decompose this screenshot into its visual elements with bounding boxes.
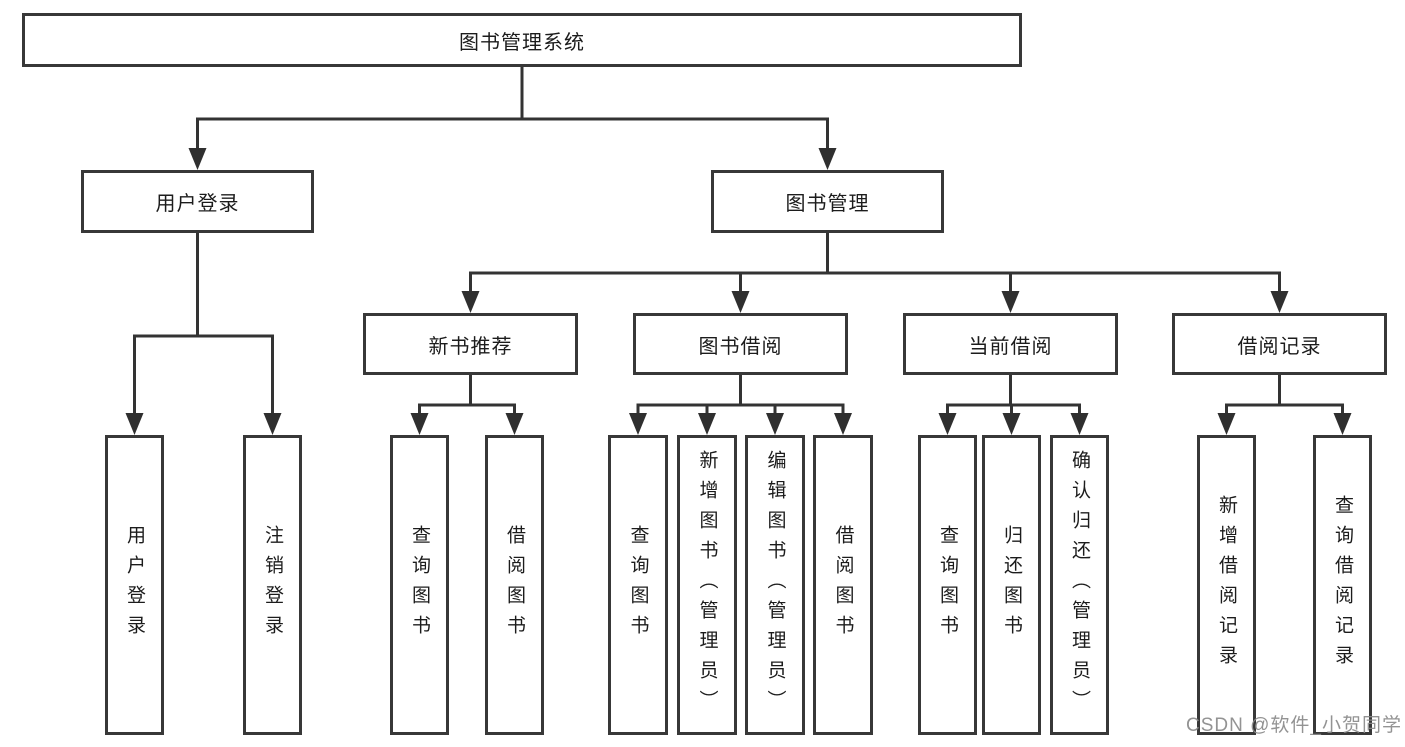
node-label: 当前借阅	[968, 335, 1053, 358]
node-book-management: 图书管理	[711, 170, 944, 233]
node-label: 图书管理系统	[459, 31, 585, 54]
node-label: 图书管理	[785, 193, 870, 215]
node-confirm-return-admin: 确认归还（管理员）	[1050, 435, 1109, 735]
node-book-borrowing: 图书借阅	[633, 313, 848, 375]
node-search-books-borrowing: 查询图书	[608, 435, 668, 735]
node-label: 编辑图书（管理员）	[764, 450, 786, 720]
node-label: 图书借阅	[698, 335, 783, 358]
node-add-books-admin: 新增图书（管理员）	[677, 435, 737, 735]
node-new-book-recommendation: 新书推荐	[363, 313, 578, 375]
node-label: 查询借阅记录	[1332, 495, 1353, 675]
node-label: 用户登录	[155, 193, 240, 215]
connector-user-login-to-leaves	[125, 233, 282, 435]
connector-borrow-records-to-leaves	[1217, 375, 1352, 435]
node-label: 新增图书（管理员）	[696, 450, 718, 720]
connector-new-book-to-leaves	[410, 375, 524, 435]
node-label: 注销登录	[262, 525, 283, 645]
node-borrowing-records: 借阅记录	[1172, 313, 1387, 375]
node-book-management-system: 图书管理系统	[22, 13, 1022, 67]
node-edit-books-admin: 编辑图书（管理员）	[745, 435, 805, 735]
node-label: 借阅图书	[832, 525, 854, 645]
connector-book-mgmt-to-level3	[461, 233, 1289, 313]
connector-root-to-level2	[188, 66, 837, 170]
node-borrow-books-borrowing: 借阅图书	[813, 435, 873, 735]
node-label: 查询图书	[409, 525, 430, 645]
node-search-borrow-record: 查询借阅记录	[1313, 435, 1372, 735]
node-user-login: 用户登录	[81, 170, 314, 233]
node-return-books: 归还图书	[982, 435, 1041, 735]
node-borrow-books-recommend: 借阅图书	[485, 435, 544, 735]
node-label: 查询图书	[937, 525, 958, 645]
node-label: 归还图书	[1001, 525, 1022, 645]
node-search-books-current: 查询图书	[918, 435, 977, 735]
node-user-login-leaf: 用户登录	[105, 435, 164, 735]
connector-current-borrowing-to-leaves	[938, 375, 1089, 435]
node-label: 新增借阅记录	[1216, 495, 1237, 675]
node-label: 查询图书	[627, 525, 649, 645]
node-search-books-recommend: 查询图书	[390, 435, 449, 735]
node-label: 借阅记录	[1237, 335, 1322, 358]
node-add-borrow-record: 新增借阅记录	[1197, 435, 1256, 735]
node-label: 新书推荐	[428, 335, 513, 358]
node-current-borrowing: 当前借阅	[903, 313, 1118, 375]
node-label: 借阅图书	[504, 525, 525, 645]
csdn-watermark: CSDN @软件_小贺同学	[1186, 715, 1402, 736]
connector-book-borrowing-to-leaves	[629, 375, 852, 435]
node-logout: 注销登录	[243, 435, 302, 735]
node-label: 确认归还（管理员）	[1069, 450, 1090, 720]
node-label: 用户登录	[124, 525, 145, 645]
